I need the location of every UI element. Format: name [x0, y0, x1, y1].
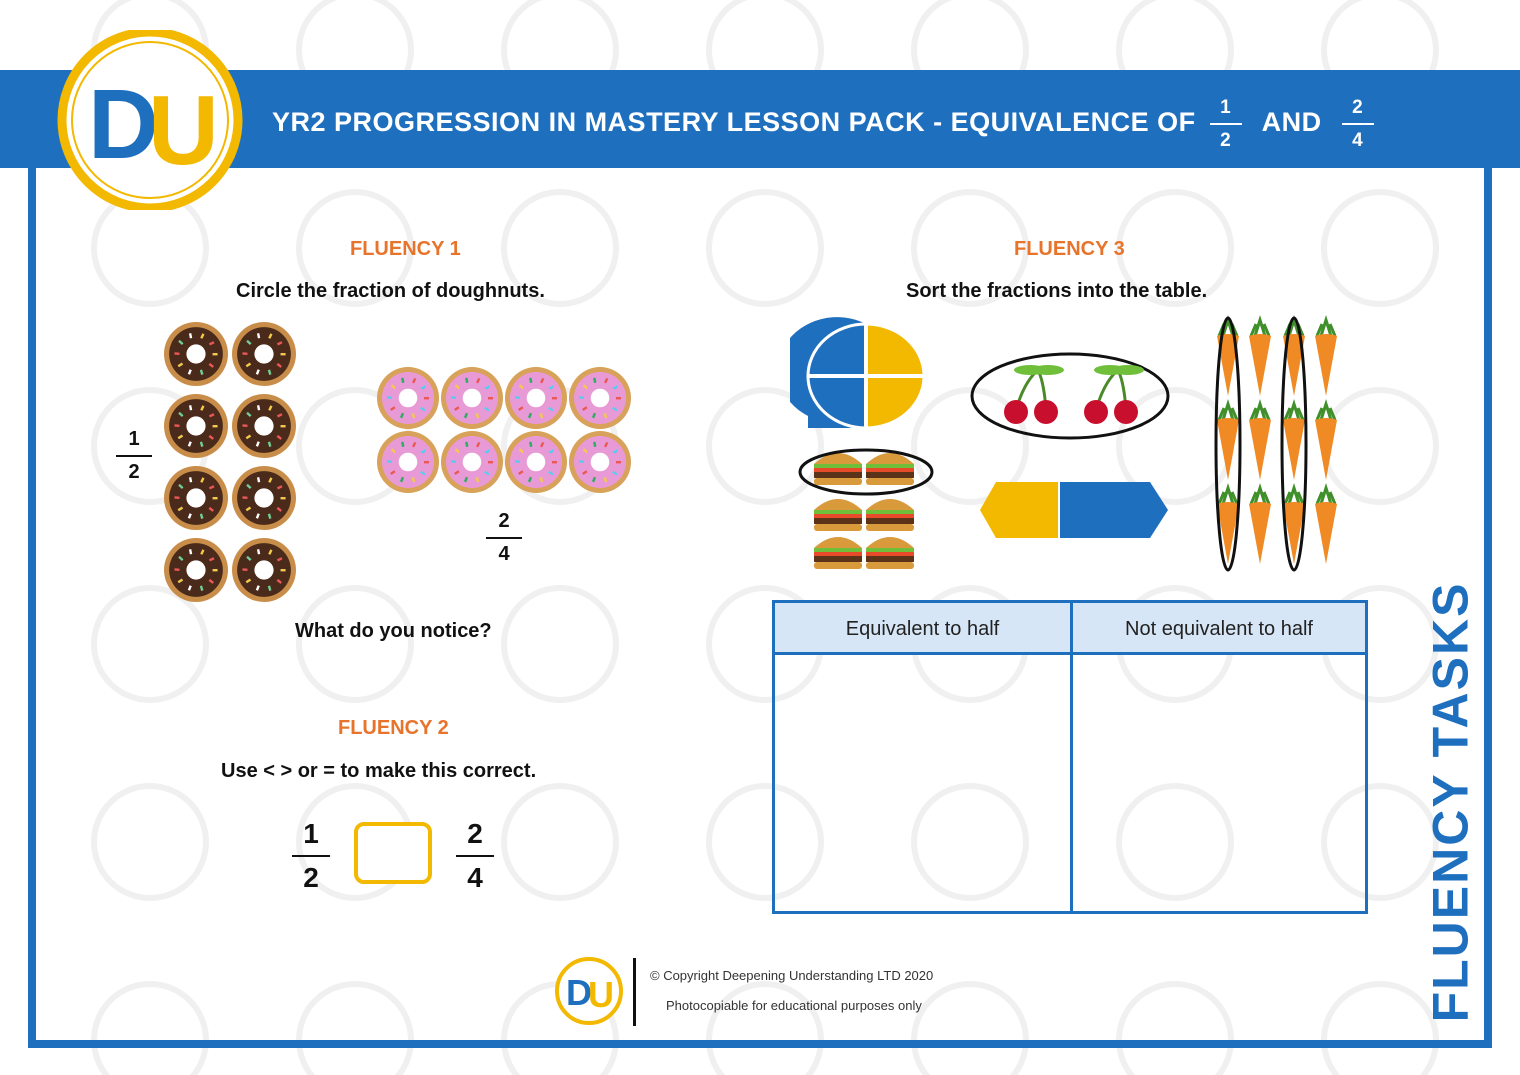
- carrot: [1217, 482, 1239, 564]
- fraction-bar: [486, 537, 522, 539]
- fluency2-heading: FLUENCY 2: [338, 717, 449, 739]
- carrot: [1217, 398, 1239, 480]
- carrot-circle-1: [1214, 316, 1242, 572]
- cherry-circle: [970, 352, 1170, 440]
- title-and: AND: [1261, 106, 1322, 137]
- footer-logo-u: U: [588, 974, 614, 1015]
- fluency1-heading: FLUENCY 1: [350, 238, 461, 260]
- logo-letter-u: U: [148, 75, 219, 185]
- burger: [814, 537, 862, 569]
- compare-left-fraction: 1 2: [292, 818, 330, 894]
- col-not-equivalent-half: Not equivalent to half: [1125, 617, 1313, 640]
- carrot: [1249, 398, 1271, 480]
- title-frac-b-numerator: 2: [1352, 97, 1364, 118]
- fraction-bar: [1209, 123, 1242, 125]
- footer-note: Photocopiable for educational purposes o…: [666, 998, 922, 1013]
- burger: [814, 499, 862, 531]
- carrot-circle-2: [1280, 316, 1308, 572]
- carrot: [1315, 398, 1337, 480]
- fraction-denominator: 4: [498, 543, 510, 565]
- burger: [866, 499, 914, 531]
- page-frame: [28, 160, 1492, 1048]
- fraction-numerator: 2: [467, 818, 483, 849]
- chocolate-doughnuts: [164, 322, 296, 602]
- chocolate-doughnut: [232, 394, 296, 458]
- pink-doughnuts: [377, 367, 631, 493]
- pink-doughnut: [505, 431, 567, 493]
- footer-logo: D U: [555, 957, 623, 1025]
- table-column-divider: [1070, 603, 1073, 911]
- fluency1-instruction: Circle the fraction of doughnuts.: [236, 280, 545, 302]
- fraction-bar: [292, 855, 330, 857]
- fluency3-heading: FLUENCY 3: [1014, 238, 1125, 260]
- fraction-denominator: 2: [128, 461, 140, 483]
- col-equivalent-half: Equivalent to half: [845, 617, 1000, 640]
- burger: [866, 453, 914, 485]
- burgers-group: [814, 453, 914, 569]
- chocolate-doughnut: [232, 538, 296, 602]
- carrot: [1315, 314, 1337, 396]
- pink-doughnut: [441, 431, 503, 493]
- carrot: [1249, 482, 1271, 564]
- du-logo: D U: [57, 30, 243, 210]
- side-label-text: FLUENCY TASKS: [1422, 581, 1478, 1023]
- chocolate-doughnut: [164, 394, 228, 458]
- side-label: FLUENCY TASKS: [1418, 566, 1482, 1038]
- burger: [814, 453, 862, 485]
- burger: [866, 537, 914, 569]
- chocolate-doughnut: [232, 322, 296, 386]
- pink-doughnut: [377, 431, 439, 493]
- pink-doughnut: [441, 367, 503, 429]
- footer-divider: [633, 958, 636, 1026]
- doughnut-illustration: [164, 322, 631, 602]
- sorting-table: Equivalent to half Not equivalent to hal…: [772, 600, 1368, 914]
- compare-right-fraction: 2 4: [456, 818, 494, 894]
- chocolate-doughnut: [164, 466, 228, 530]
- header-banner: [0, 70, 1520, 168]
- carrot: [1283, 482, 1305, 564]
- title-frac-a-numerator: 1: [1220, 97, 1232, 118]
- comparison-answer-box[interactable]: [354, 822, 432, 884]
- pink-doughnut: [569, 367, 631, 429]
- fraction-numerator: 1: [303, 818, 319, 849]
- page-title: YR2 PROGRESSION IN MASTERY LESSON PACK -…: [272, 98, 1388, 150]
- title-fraction-two-quarters: 2 4: [1341, 97, 1374, 151]
- quartered-circle: [790, 317, 926, 430]
- chocolate-doughnut: [164, 322, 228, 386]
- cherries-group: [1004, 365, 1144, 424]
- split-bar: [980, 482, 1168, 538]
- pink-doughnut: [505, 367, 567, 429]
- burger-circle: [798, 448, 934, 496]
- fraction-numerator: 1: [128, 428, 140, 450]
- title-frac-b-denominator: 4: [1352, 130, 1364, 151]
- cherry-pair: [1084, 365, 1144, 424]
- title-fraction-half: 1 2: [1209, 97, 1242, 151]
- title-prefix: YR2 PROGRESSION IN MASTERY LESSON PACK -…: [272, 106, 1196, 137]
- carrots-group: [1217, 314, 1337, 564]
- fraction-denominator: 4: [467, 862, 483, 893]
- fraction-numerator: 2: [498, 510, 510, 532]
- fluency1-question: What do you notice?: [295, 620, 492, 642]
- fraction-denominator: 2: [303, 862, 319, 893]
- carrot: [1249, 314, 1271, 396]
- fluency3-instruction: Sort the fractions into the table.: [906, 280, 1208, 302]
- fraction-bar: [116, 455, 152, 457]
- fraction-bar: [456, 855, 494, 857]
- sorting-pictures: [790, 314, 1337, 572]
- title-frac-a-denominator: 2: [1220, 130, 1232, 151]
- footer-copyright: © Copyright Deepening Understanding LTD …: [650, 968, 934, 983]
- fluency2-instruction: Use < > or = to make this correct.: [221, 760, 537, 782]
- pink-doughnut: [569, 431, 631, 493]
- footer-logo-d: D: [566, 972, 592, 1013]
- carrot: [1315, 482, 1337, 564]
- pink-doughnut: [377, 367, 439, 429]
- chocolate-doughnut: [232, 466, 296, 530]
- pink-fraction-label: 2 4: [486, 510, 522, 566]
- cherry-pair: [1004, 365, 1064, 424]
- chocolate-fraction-label: 1 2: [116, 428, 152, 484]
- fraction-bar: [1341, 123, 1374, 125]
- chocolate-doughnut: [164, 538, 228, 602]
- logo-letter-d: D: [88, 69, 159, 179]
- carrot: [1283, 398, 1305, 480]
